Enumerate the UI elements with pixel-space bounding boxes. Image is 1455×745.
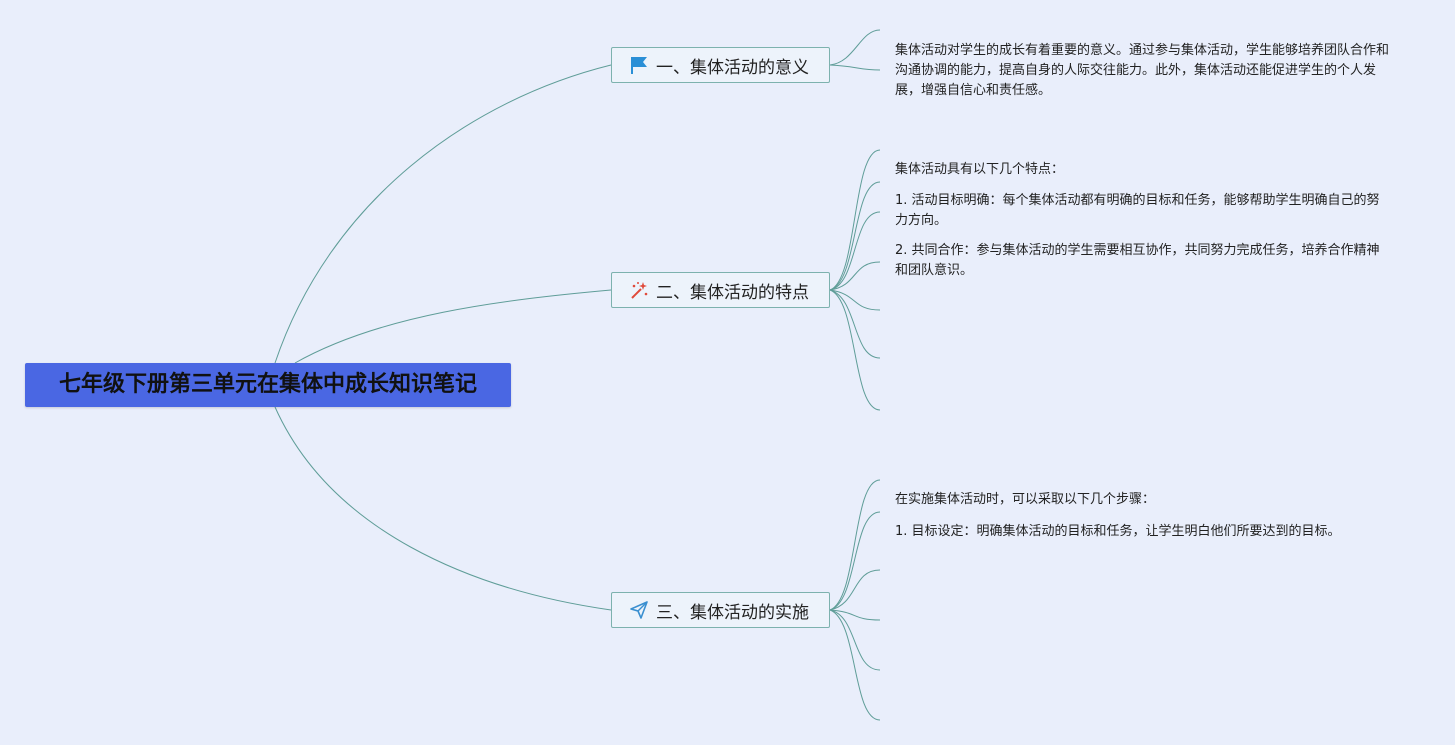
branch-2-child-4	[829, 261, 881, 291]
note-features-1[interactable]: 1. 活动目标明确：每个集体活动都有明确的目标和任务，能够帮助学生明确自己的努力…	[895, 193, 1380, 228]
branch-topic-label: 一、集体活动的意义	[656, 57, 809, 78]
branch-2-child-6	[829, 289, 881, 359]
branch-2-child-5	[829, 289, 881, 311]
branch-2-child-3	[829, 211, 881, 291]
note-implementation-intro[interactable]: 在实施集体活动时，可以采取以下几个步骤：	[895, 492, 1156, 507]
branch-topic-label: 二、集体活动的特点	[656, 282, 809, 303]
branch-2-child-1	[829, 149, 881, 291]
branch-topic-implementation[interactable]: 三、集体活动的实施	[611, 592, 830, 628]
branch-topic-label: 三、集体活动的实施	[656, 602, 809, 623]
branch-topic-significance[interactable]: 一、集体活动的意义	[611, 47, 830, 83]
note-implementation-1[interactable]: 1. 目标设定：明确集体活动的目标和任务，让学生明白他们所要达到的目标。	[895, 524, 1341, 539]
flag-icon	[628, 54, 650, 76]
branch-3-child-6	[829, 609, 881, 721]
note-features-intro[interactable]: 集体活动具有以下几个特点：	[895, 162, 1065, 177]
branch-3-child-4	[829, 609, 881, 621]
note-significance[interactable]: 集体活动对学生的成长有着重要的意义。通过参与集体活动，学生能够培养团队合作和沟通…	[895, 43, 1390, 98]
paper-plane-icon	[628, 599, 650, 621]
root-to-branch-1	[274, 64, 612, 364]
branch-3-child-3	[829, 569, 881, 611]
branch-topic-features[interactable]: 二、集体活动的特点	[611, 272, 830, 308]
root-to-branch-3	[274, 406, 612, 611]
branch-1-child-2	[829, 64, 881, 71]
root-to-branch-2	[294, 289, 612, 364]
sparkle-icon	[628, 279, 650, 301]
note-features-2[interactable]: 2. 共同合作：参与集体活动的学生需要相互协作，共同努力完成任务，培养合作精神和…	[895, 243, 1380, 278]
root-topic[interactable]: 七年级下册第三单元在集体中成长知识笔记	[25, 363, 511, 407]
branch-2-child-7	[829, 289, 881, 411]
root-topic-label: 七年级下册第三单元在集体中成长知识笔记	[58, 372, 477, 397]
branch-1-child-1	[829, 29, 881, 66]
branch-2-child-2	[829, 181, 881, 291]
branch-3-child-1	[829, 479, 881, 611]
branch-3-child-2	[829, 511, 881, 611]
branch-3-child-5	[829, 609, 881, 671]
